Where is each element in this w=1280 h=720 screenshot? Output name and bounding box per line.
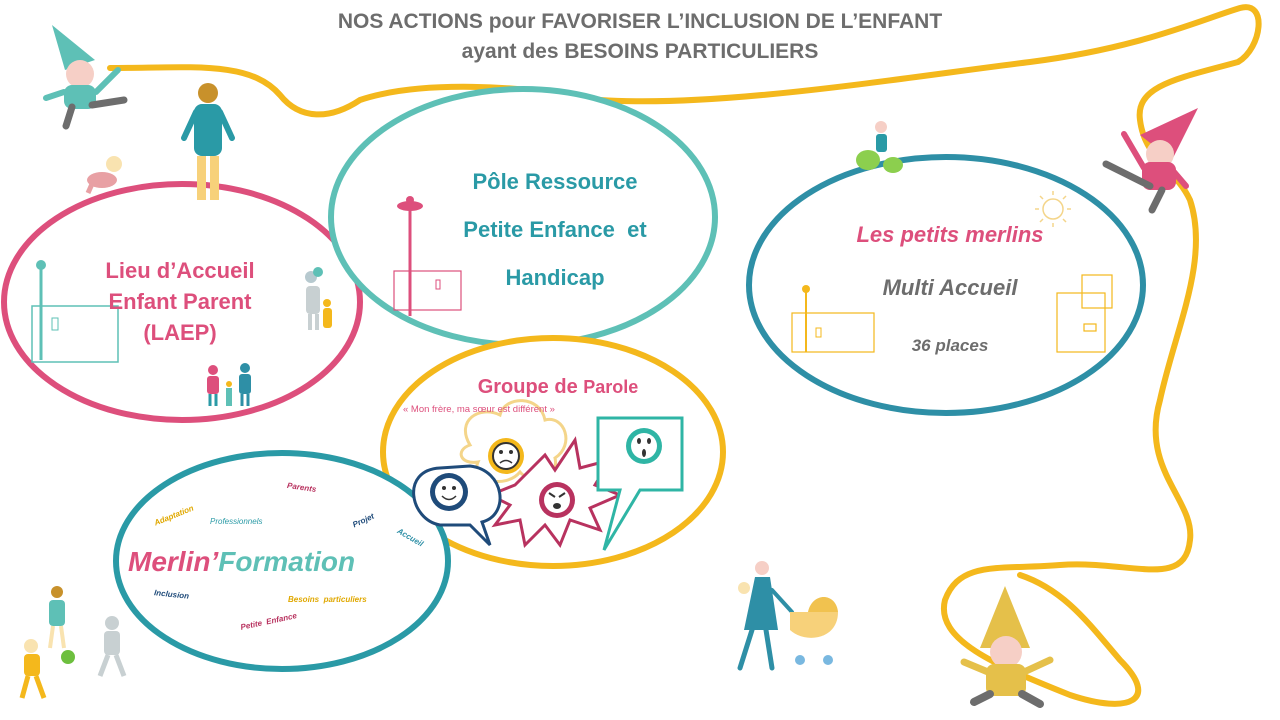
gnome-right-icon — [1102, 108, 1198, 214]
title-line1: NOS ACTIONS pour FAVORISER L’INCLUSION D… — [337, 10, 943, 33]
family-icon — [207, 363, 251, 406]
merlins-type: Multi Accueil — [882, 275, 1018, 300]
crawling-baby-icon — [85, 156, 122, 195]
pole-label: Pôle Ressource Petite Enfance et Handica… — [435, 158, 675, 302]
keyword-besoins: Besoins particuliers — [288, 595, 367, 604]
formation-title: Merlin’Formation — [128, 546, 355, 578]
gnome-top-left-icon — [43, 25, 128, 130]
laep-ellipse — [1, 181, 363, 423]
laep-sign-icon — [31, 260, 119, 363]
parole-title: Groupe de Parole — [400, 376, 716, 399]
face-happy-icon — [430, 473, 468, 511]
pole-line3: Handicap — [505, 265, 605, 290]
parole-subtitle: « Mon frère, ma sœur est différent » — [403, 404, 555, 415]
formation-part2: Formation — [218, 546, 356, 577]
keyword-professionnels: Professionnels — [210, 517, 263, 526]
pole-sign-icon — [393, 196, 462, 316]
laep-label: Lieu d’Accueil Enfant Parent (LAEP) — [80, 255, 280, 348]
merlins-ellipse — [746, 154, 1146, 416]
formation-part1: Merlin — [128, 546, 211, 577]
laep-line1: Lieu d’Accueil — [105, 258, 255, 283]
mother-stroller-icon — [737, 561, 838, 671]
balloon-figure-icon — [305, 267, 332, 330]
face-worried-icon — [488, 438, 524, 474]
page-title: NOS ACTIONS pour FAVORISER L’INCLUSION D… — [0, 7, 1280, 67]
merlins-sign-icon — [791, 285, 875, 353]
sun-icon — [1035, 191, 1071, 227]
formation-apostrophe: ’ — [210, 546, 219, 577]
formation-ellipse — [113, 450, 451, 672]
adult-figure-icon — [181, 83, 235, 200]
face-angry-icon — [539, 482, 575, 518]
parole-title-b: Parole — [583, 377, 639, 397]
title-line2: ayant des BESOINS PARTICULIERS — [461, 40, 819, 63]
face-surprised-icon — [626, 428, 662, 464]
children-playing-icon — [19, 586, 127, 699]
parole-title-a: Groupe de — [477, 376, 584, 398]
pole-line2: Petite Enfance et — [463, 217, 647, 242]
pole-line1: Pôle Ressource — [472, 169, 638, 194]
laep-line2: Enfant Parent — [108, 289, 252, 314]
child-on-toy-icon — [856, 121, 903, 173]
gnome-bottom-icon — [960, 586, 1054, 708]
laep-line3: (LAEP) — [143, 320, 217, 345]
merlins-name: Les petits merlins — [856, 222, 1044, 247]
building-icon — [1056, 274, 1113, 353]
merlins-places: 36 places — [911, 336, 989, 355]
